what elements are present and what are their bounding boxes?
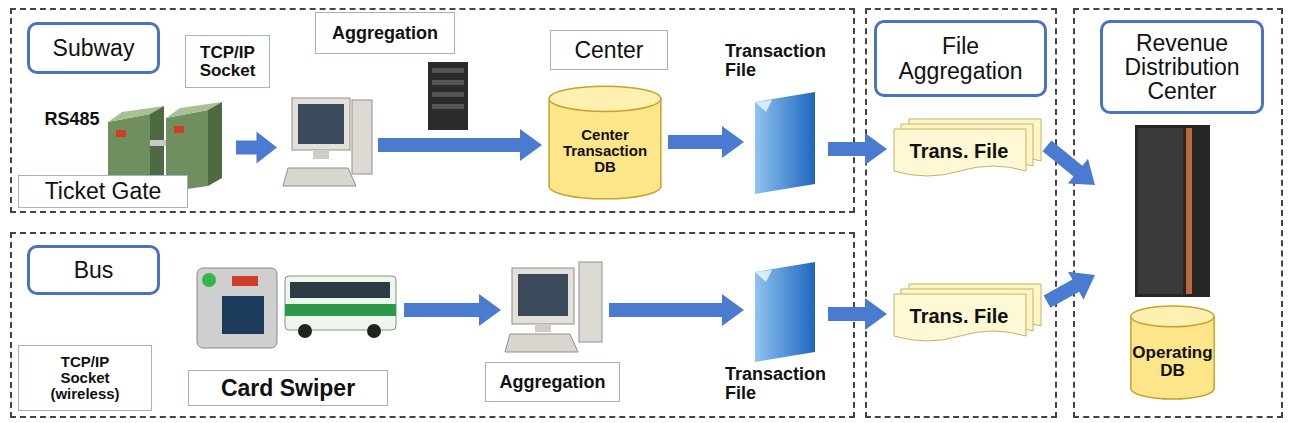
node-label: Trans. File [893,295,1025,337]
gate-flap [150,140,166,146]
cylinder-body [1131,316,1214,399]
group-heading: Subway [27,22,160,74]
reader-body [197,268,277,348]
keyboard [283,168,356,186]
flow-arrow [1044,272,1095,308]
file-stack: Trans. File [893,118,1043,180]
group-region: File AggregationTrans. FileTrans. File [865,8,1057,418]
server-icon [428,62,468,130]
card-swiper: Card Swiper [195,265,398,355]
server-body [428,62,468,130]
node-label: Ticket Gate [18,175,188,208]
server-slot [432,104,464,109]
file-fold [755,270,772,282]
tower [579,262,602,342]
stand [313,150,329,159]
pc-node: Aggregation [507,265,603,355]
file-stack: Trans. File [893,283,1043,345]
flow-arrow [378,129,542,161]
node-label: Transaction File [725,36,825,86]
monitor [512,268,574,324]
flow-arrow [609,294,744,326]
cylinder-body [549,99,661,199]
bus-wheel [367,324,381,338]
node-label: Card Swiper [188,370,388,406]
node-label: RS485 [42,108,102,130]
server-slot [432,68,464,73]
node-label: TCP/IP Socket [185,35,270,88]
cylinder-top [1131,306,1214,327]
group-heading: Revenue Distribution Center [1100,20,1264,114]
card-swiper-icon [197,268,396,348]
node-label: Center [550,30,668,70]
flow-arrow [236,132,277,164]
pc-icon [505,262,602,352]
file-node: Transaction File [750,262,822,362]
gate-light [116,130,126,137]
group-region: SubwayRS485Ticket GateTCP/IP SocketAggre… [10,8,855,213]
node-label: Aggregation [315,12,455,54]
flow-arrow [668,126,744,158]
file-sheet [755,92,815,194]
database-cylinder: CenterCenter Transaction DB [548,85,662,200]
keyboard [505,334,578,352]
group-region: Revenue Distribution CenterOperating DB [1073,8,1283,418]
flow-arrow [828,133,887,165]
file-icon [755,262,815,362]
mainframe-body [1135,125,1210,297]
reader-light [232,276,258,286]
ticket-gate: RS485Ticket Gate [100,100,230,195]
cylinder-top [549,86,661,111]
stack-sheet [894,129,1026,176]
group-heading: Bus [27,245,160,295]
bus-windows [290,282,390,298]
reader-light [202,273,216,287]
node-label: Transaction File [725,358,835,410]
screen [298,104,344,144]
monitor [292,98,350,150]
reader-screen [222,296,264,334]
screen [518,274,568,316]
pc-icon [283,98,372,186]
mainframe-panel [1138,128,1183,294]
stack-sheet [894,294,1026,341]
file-sheet [755,262,815,362]
server-node: Aggregation [425,60,470,132]
file-node: Transaction File [750,92,822,192]
node-label: Center Transaction DB [555,115,655,187]
server-slot [432,80,464,85]
bus-body [285,276,396,330]
node-label: Trans. File [893,130,1025,172]
mainframe-icon [1135,125,1210,297]
server-slot [432,92,464,97]
stand [535,324,551,332]
pc-node: TCP/IP Socket [283,95,372,195]
node-label: Aggregation [485,362,620,402]
protocol-box: TCP/IP Socket (wireless) [18,345,152,411]
node-label: Operating DB [1130,333,1215,391]
tower [352,100,372,174]
group-region: BusTCP/IP Socket (wireless)Card SwiperAg… [10,232,855,418]
flow-arrow [828,298,887,330]
group-heading: File Aggregation [874,20,1047,97]
node-label: TCP/IP Socket (wireless) [19,346,151,410]
flow-arrow [404,294,501,326]
database-cylinder: Operating DB [1130,305,1215,400]
mainframe-stripe [1186,128,1192,294]
bus-stripe [285,304,396,316]
bus-wheel [298,324,312,338]
file-fold [755,100,772,112]
gate-light [174,126,184,133]
flow-arrow [1043,141,1095,186]
gate-side [208,102,222,186]
file-icon [755,92,815,194]
